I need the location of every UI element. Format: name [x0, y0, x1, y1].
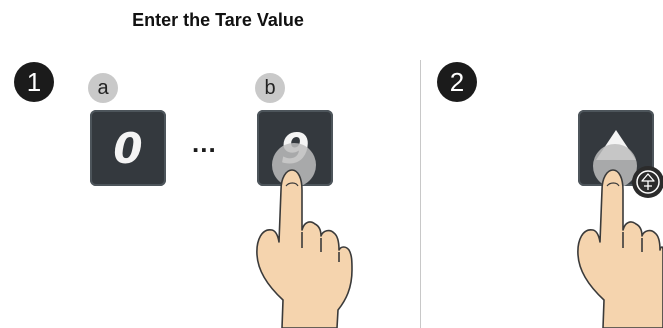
pointing-hand-icon [257, 170, 352, 328]
tare-set-icon [632, 166, 663, 198]
